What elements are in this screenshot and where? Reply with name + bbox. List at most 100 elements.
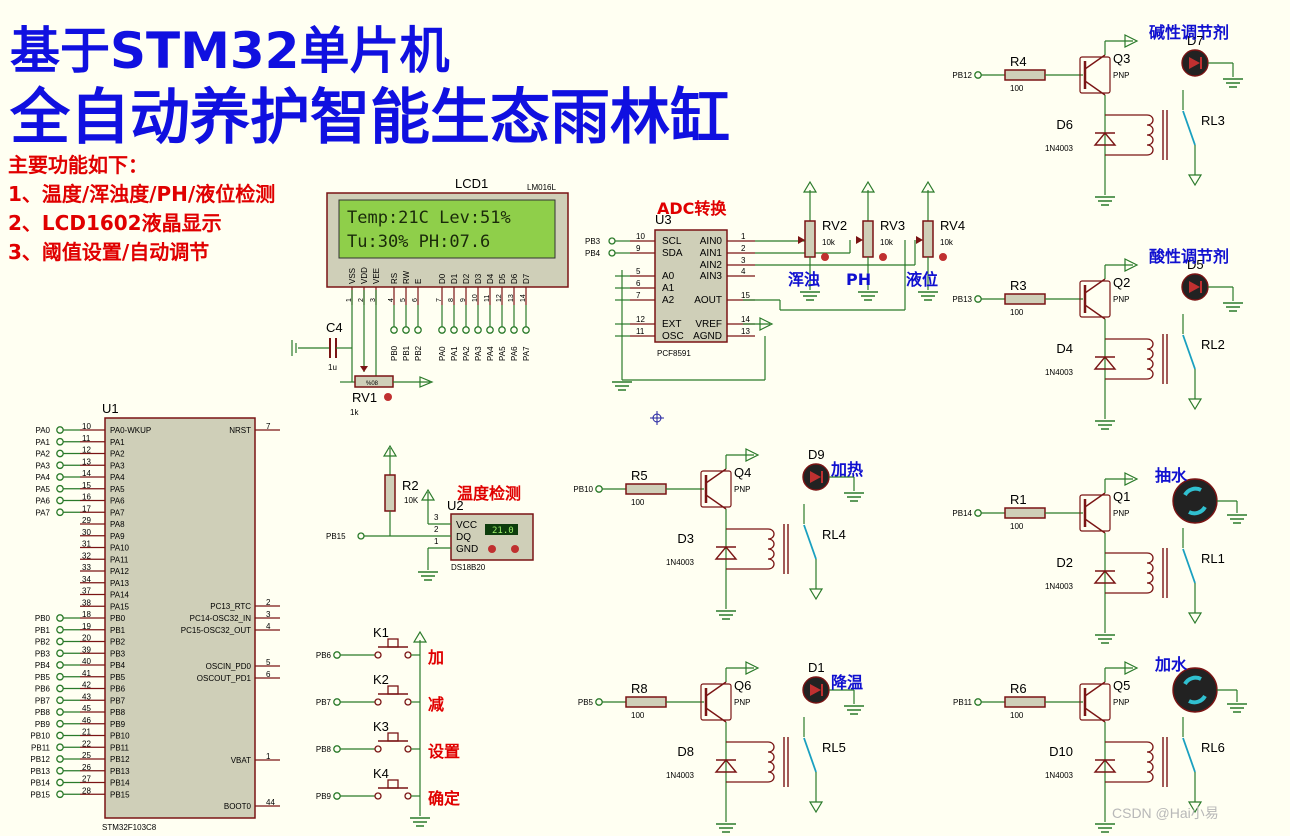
driver-resistor[interactable]	[1004, 69, 1046, 81]
lcd-pin-name: VEE	[372, 268, 381, 284]
mcu-pin-number: 25	[82, 751, 91, 760]
mcu-terminal[interactable]	[56, 614, 64, 622]
mcu-terminal[interactable]	[56, 790, 64, 799]
pot-rv2[interactable]	[804, 220, 816, 258]
lcd-terminal[interactable]	[510, 326, 518, 334]
mcu-terminal[interactable]	[56, 778, 64, 787]
lcd-terminal[interactable]	[522, 326, 530, 334]
transistor-q5[interactable]	[1079, 683, 1111, 721]
transistor-q2[interactable]	[1079, 280, 1111, 318]
mcu-pin-name: PA14	[110, 591, 130, 600]
mcu-terminal[interactable]	[56, 755, 64, 763]
transistor-q4[interactable]	[700, 470, 732, 508]
mcu-terminal[interactable]	[56, 719, 64, 728]
feature-item-1: 1、温度/浑浊度/PH/液位检测	[8, 182, 275, 206]
pot-rv4[interactable]	[922, 220, 934, 258]
mcu-terminal[interactable]	[56, 449, 64, 458]
mcu-pin-number: 1	[266, 752, 271, 761]
driver-port-terminal[interactable]	[974, 698, 982, 706]
adc-pin-number: 11	[636, 327, 645, 336]
key-contact	[404, 792, 412, 800]
driver-resistor[interactable]	[1004, 507, 1046, 519]
lcd-model: LM016L	[527, 183, 556, 192]
led-ref: D7	[1187, 33, 1204, 48]
mcu-terminal[interactable]	[56, 625, 64, 634]
mcu-terminal[interactable]	[56, 696, 64, 705]
relay-switch-rl3[interactable]	[1182, 110, 1196, 146]
mcu-terminal[interactable]	[56, 708, 64, 716]
mcu-port-label: PB6	[35, 685, 51, 694]
lcd-pin-name: D7	[522, 273, 531, 284]
motor-icon[interactable]	[1172, 667, 1218, 713]
transistor-q1[interactable]	[1079, 494, 1111, 532]
adc-pin-name: AIN3	[700, 271, 723, 282]
diode-type: 1N4003	[1045, 771, 1074, 780]
relay-switch-rl6[interactable]	[1182, 737, 1196, 773]
power-arrow-icon	[1124, 661, 1139, 675]
mcu-terminal[interactable]	[56, 473, 64, 481]
mcu-pin-number: 33	[82, 563, 91, 572]
lcd-module[interactable]: LCD1 LM016L Temp:21C Lev:51% Tu:30% PH:0…	[326, 176, 569, 361]
lcd-port-label: PB1	[402, 345, 411, 361]
lcd-terminal[interactable]	[438, 326, 446, 334]
key-k1[interactable]	[387, 638, 399, 648]
lcd-terminal[interactable]	[414, 326, 422, 334]
lcd-terminal[interactable]	[390, 326, 398, 334]
driver-port-terminal[interactable]	[974, 71, 982, 79]
key-k2[interactable]	[387, 685, 399, 695]
driver-resistor[interactable]	[625, 696, 667, 708]
temp-sensor[interactable]: 温度检测 U2 21.0 DS18B20 VCC DQ GND 3 2 1 R2…	[326, 444, 534, 581]
key-k4[interactable]	[387, 779, 399, 789]
mcu-terminal[interactable]	[56, 766, 64, 775]
power-arrow-icon	[1124, 258, 1139, 272]
driver-port-label: PB11	[953, 698, 973, 707]
lcd-terminal[interactable]	[450, 326, 458, 334]
driver-resistor-ref: R8	[631, 681, 648, 696]
mcu-pin-name: PA15	[110, 602, 130, 611]
relay-switch-rl4[interactable]	[803, 524, 817, 560]
key-port-terminal[interactable]	[333, 792, 341, 800]
mcu-port-label: PB2	[35, 638, 51, 647]
transistor-q6[interactable]	[700, 683, 732, 721]
relay-switch-rl1[interactable]	[1182, 548, 1196, 584]
mcu-terminal[interactable]	[56, 426, 64, 434]
mcu-terminal[interactable]	[56, 684, 64, 693]
mcu-terminal[interactable]	[56, 661, 64, 669]
mcu-terminal[interactable]	[56, 637, 64, 646]
driver-resistor[interactable]	[625, 483, 667, 495]
driver-port-terminal[interactable]	[595, 485, 603, 493]
lcd-pin-name: VDD	[360, 267, 369, 284]
key-k3[interactable]	[387, 732, 399, 742]
transistor-q3[interactable]	[1079, 56, 1111, 94]
mcu-terminal[interactable]	[56, 649, 64, 658]
mcu-terminal[interactable]	[56, 484, 64, 493]
driver-port-terminal[interactable]	[595, 698, 603, 706]
mcu-terminal[interactable]	[56, 731, 64, 740]
mcu-terminal[interactable]	[56, 496, 64, 505]
lcd-terminal[interactable]	[498, 326, 506, 334]
driver-resistor[interactable]	[1004, 696, 1046, 708]
lcd-terminal[interactable]	[402, 326, 410, 334]
pot-rv3[interactable]	[862, 220, 874, 258]
mcu-terminal[interactable]	[56, 437, 64, 446]
lcd-terminal[interactable]	[474, 326, 482, 334]
driver-resistor[interactable]	[1004, 293, 1046, 305]
motor-icon[interactable]	[1172, 478, 1218, 524]
lcd-terminal[interactable]	[486, 326, 494, 334]
driver-port-terminal[interactable]	[974, 509, 982, 517]
mcu-pin-number: 37	[82, 587, 91, 596]
relay-switch-rl5[interactable]	[803, 737, 817, 773]
mcu-terminal[interactable]	[56, 508, 64, 517]
lcd-terminal[interactable]	[462, 326, 470, 334]
mcu-terminal[interactable]	[56, 743, 64, 752]
relay-switch-rl2[interactable]	[1182, 334, 1196, 370]
key-port-terminal[interactable]	[333, 698, 341, 706]
led-icon	[810, 471, 821, 483]
key-port-terminal[interactable]	[333, 651, 341, 659]
mcu-terminal[interactable]	[56, 461, 64, 470]
key-port-terminal[interactable]	[333, 745, 341, 753]
driver-port-terminal[interactable]	[974, 295, 982, 303]
mcu-terminal[interactable]	[56, 672, 64, 681]
